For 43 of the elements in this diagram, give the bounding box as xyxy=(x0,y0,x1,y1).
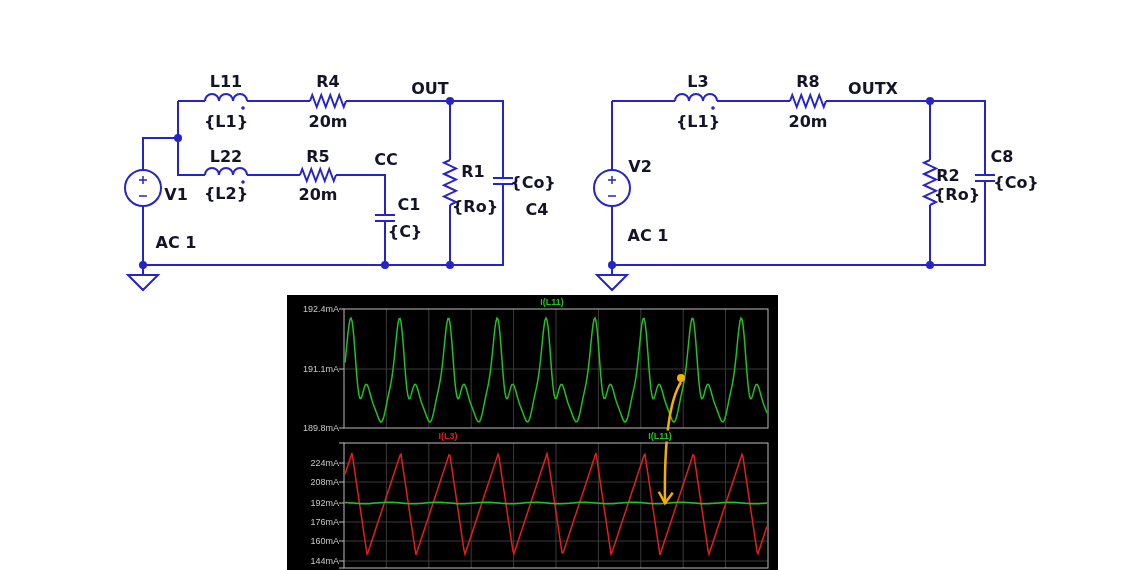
axis-tick-label: 224mA xyxy=(310,458,339,468)
component-label: R8 xyxy=(796,74,820,90)
component-label: L11 xyxy=(209,74,243,90)
axis-tick-label: 192.4mA xyxy=(302,304,339,314)
current-trace xyxy=(344,501,768,505)
component-value: {Ro} xyxy=(451,199,499,215)
component-value: {L1} xyxy=(675,114,721,130)
component-label: L22 xyxy=(209,149,243,165)
net-label: CC xyxy=(374,152,398,168)
marker-dot xyxy=(677,374,685,382)
source-value: AC 1 xyxy=(627,228,669,244)
component-value: {L2} xyxy=(203,186,249,202)
component-label: R1 xyxy=(461,164,485,180)
net-label: OUTX xyxy=(848,81,898,97)
component-label: V1 xyxy=(164,187,188,203)
component-value: 20m xyxy=(308,114,348,130)
axis-tick-label: 189.8mA xyxy=(302,423,339,433)
axis-tick-label: 144mA xyxy=(310,556,339,566)
component-label: L3 xyxy=(687,74,709,90)
component-label: C4 xyxy=(525,202,549,218)
net-label: OUT xyxy=(411,81,449,97)
component-label: C8 xyxy=(990,149,1014,165)
axis-tick-label: 176mA xyxy=(310,517,339,527)
component-value: {Co} xyxy=(510,175,556,191)
axis-tick-label: 208mA xyxy=(310,477,339,487)
component-value: {L1} xyxy=(203,114,249,130)
trace-label: I(L11) xyxy=(646,430,674,442)
trace-label: I(L11) xyxy=(538,296,566,308)
component-label: R5 xyxy=(306,149,330,165)
component-value: 20m xyxy=(788,114,828,130)
annotation-arrow xyxy=(657,381,683,506)
component-value: 20m xyxy=(298,187,338,203)
component-label: R2 xyxy=(936,168,960,184)
component-value: {Ro} xyxy=(933,187,981,203)
axis-tick-label: 160mA xyxy=(310,536,339,546)
component-label: V2 xyxy=(628,159,652,175)
component-label: R4 xyxy=(316,74,340,90)
axis-tick-label: 191.1mA xyxy=(302,364,339,374)
component-value: {C} xyxy=(387,224,423,240)
source-value: AC 1 xyxy=(155,235,197,251)
component-value: {Co} xyxy=(993,175,1039,191)
trace-label: I(L3) xyxy=(436,430,460,442)
component-label: C1 xyxy=(397,197,421,213)
